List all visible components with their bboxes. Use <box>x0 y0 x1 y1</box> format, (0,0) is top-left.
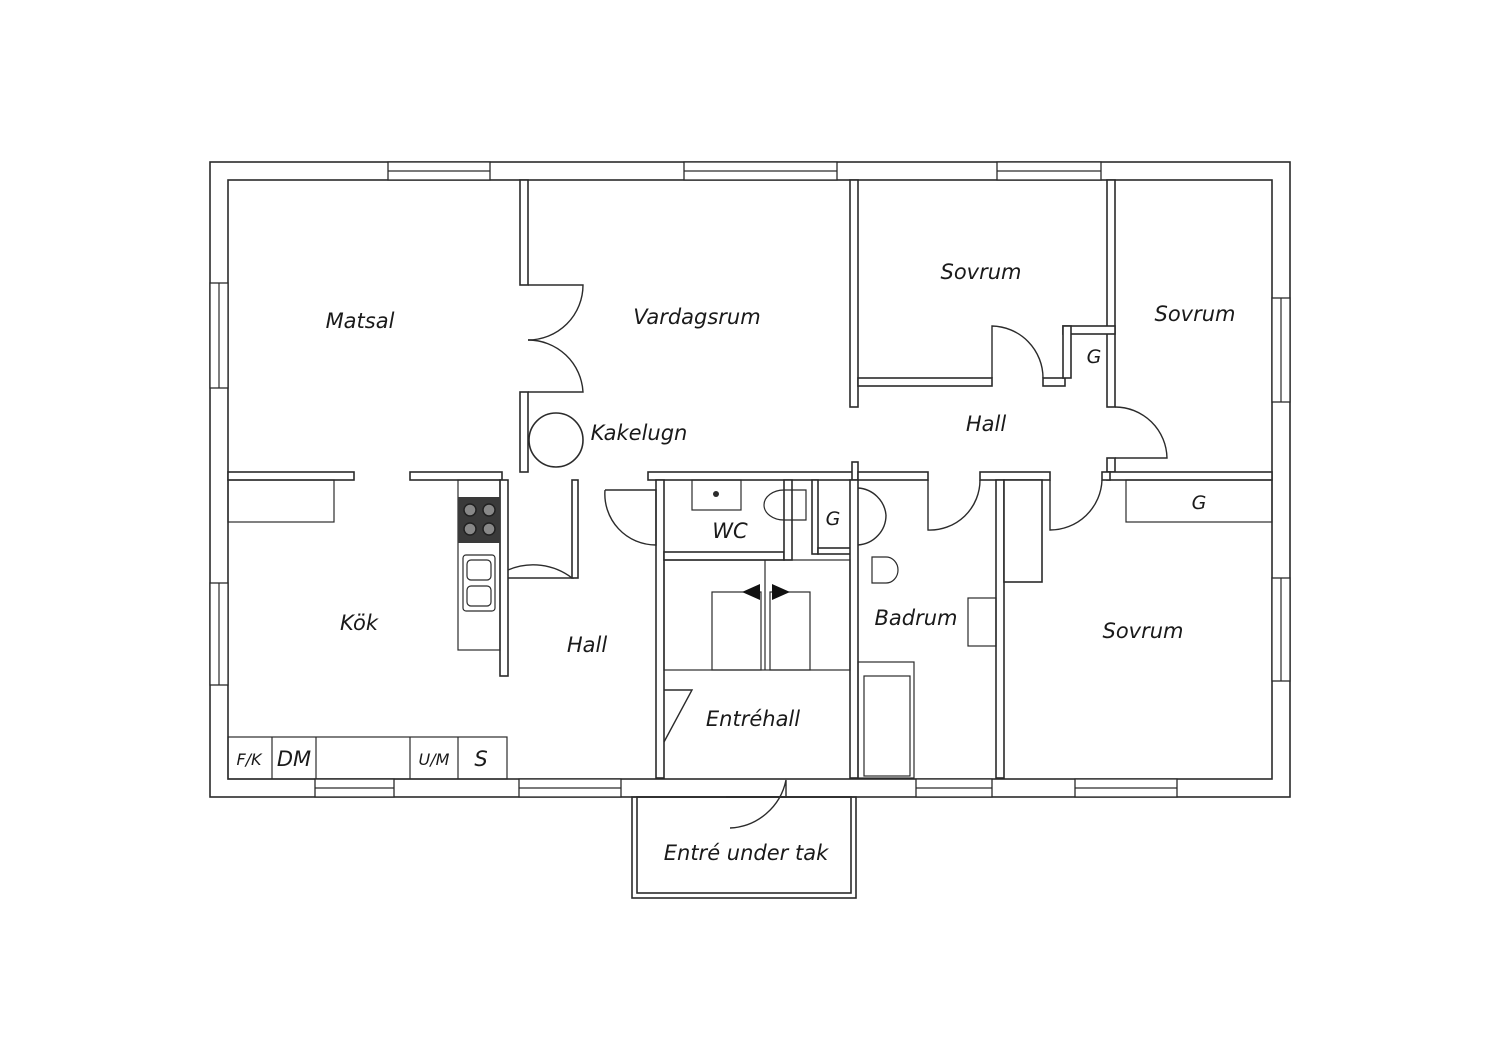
room-label-wc: WC <box>712 519 748 543</box>
appliance-label-s: S <box>474 747 487 771</box>
room-label-sovrum-3: Sovrum <box>1102 619 1183 643</box>
wc-fixtures <box>691 479 807 521</box>
porch-outline-inner <box>636 796 852 894</box>
doors <box>507 284 1168 829</box>
interior-walls <box>227 179 1273 779</box>
appliance-label-fk: F/K <box>236 750 263 769</box>
kitchen-counter <box>227 479 335 523</box>
sink-icon <box>462 554 496 612</box>
room-label-kok: Kök <box>340 611 379 635</box>
sink-icon <box>967 597 997 647</box>
room-label-vardagsrum: Vardagsrum <box>633 305 760 329</box>
room-label-entre-under-tak: Entré under tak <box>664 841 829 865</box>
stove-icon <box>458 497 500 543</box>
room-label-sovrum-1: Sovrum <box>940 260 1021 284</box>
room-labels: Matsal Vardagsrum Kakelugn Sovrum Sovrum… <box>236 260 1235 865</box>
room-label-matsal: Matsal <box>326 309 395 333</box>
room-label-kakelugn: Kakelugn <box>591 421 688 445</box>
kakelugn-icon <box>528 412 584 468</box>
appliance-label-dm: DM <box>277 747 311 771</box>
toilet-icon <box>763 489 807 521</box>
kitchen-counter <box>457 479 501 651</box>
kitchen-fixtures <box>227 479 508 780</box>
badrum-fixtures <box>857 556 997 779</box>
storage-label-g: G <box>826 508 841 530</box>
storage-label-g: G <box>1192 492 1207 514</box>
windows <box>209 161 1291 798</box>
entrehall-closets <box>663 559 851 671</box>
room-label-hall-lower: Hall <box>567 633 607 657</box>
room-label-badrum: Badrum <box>874 606 957 630</box>
appliance-label-um: U/M <box>419 750 450 769</box>
washer-area <box>857 661 915 779</box>
cabinet <box>863 675 911 777</box>
sink-icon <box>691 479 742 511</box>
room-label-sovrum-2: Sovrum <box>1154 302 1235 326</box>
toilet-icon <box>871 556 899 584</box>
kitchen-appliance-row <box>227 736 508 780</box>
room-label-entrehall: Entréhall <box>706 707 800 731</box>
storage-label-g: G <box>1087 346 1102 368</box>
room-label-hall-upper: Hall <box>966 412 1006 436</box>
